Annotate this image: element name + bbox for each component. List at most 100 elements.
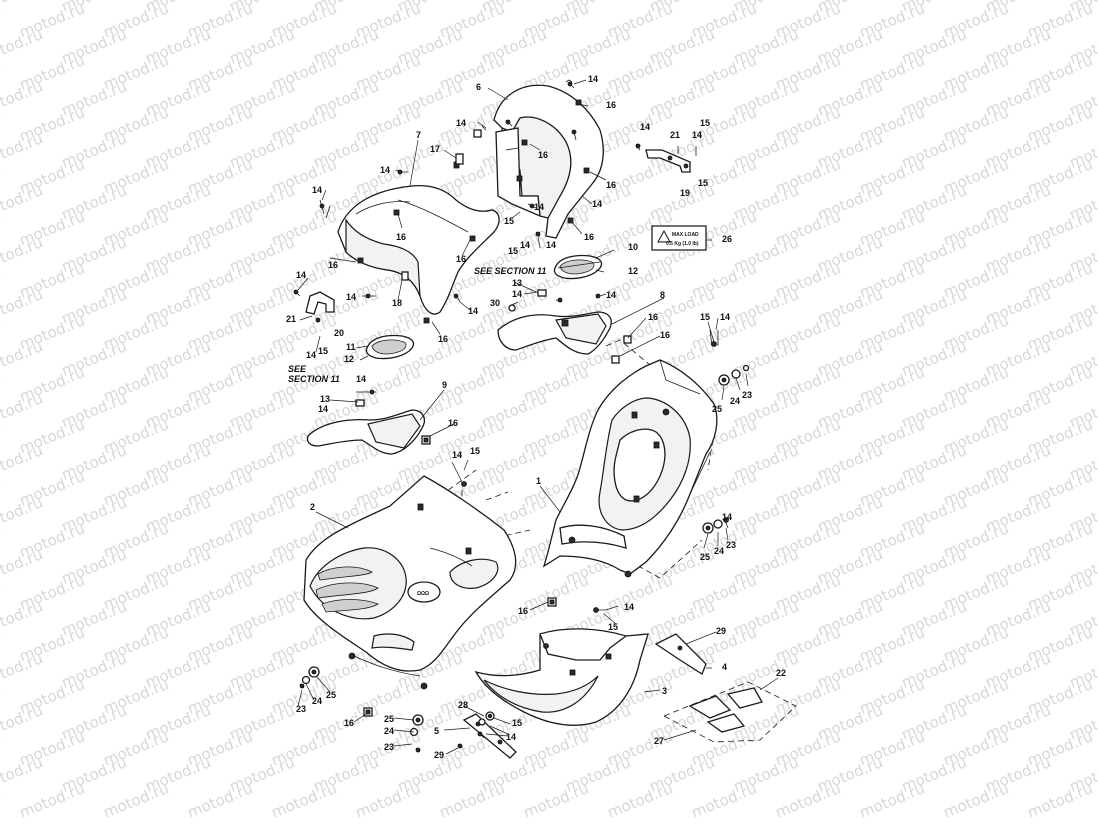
callout-14: 14 <box>512 289 522 299</box>
callout-16: 16 <box>456 254 466 264</box>
callout-23: 23 <box>742 390 752 400</box>
part-9-left-duct <box>306 409 426 455</box>
callout-14: 14 <box>546 240 556 250</box>
callout-13: 13 <box>320 394 330 404</box>
emblem-text: ΩΩΩ <box>417 591 429 597</box>
callout-16: 16 <box>438 334 448 344</box>
max-load-line1: MAX LOAD <box>672 232 699 238</box>
callout-24: 24 <box>312 696 322 706</box>
callout-14: 14 <box>306 350 316 360</box>
callout-7: 7 <box>416 130 421 140</box>
callout-15: 15 <box>608 622 618 632</box>
callout-14: 14 <box>506 732 516 742</box>
watermark-text: motod.ru <box>437 779 508 821</box>
max-load-line2: 0.5 Kg (1.0 lb) <box>666 241 699 247</box>
callout-14: 14 <box>468 306 478 316</box>
callout-14: 14 <box>722 512 732 522</box>
indicator-lens-right <box>553 254 603 280</box>
watermark-text: motod.ru <box>0 77 45 119</box>
callout-14: 14 <box>588 74 598 84</box>
callout-24: 24 <box>730 396 740 406</box>
callout-23: 23 <box>726 540 736 550</box>
callout-29: 29 <box>716 626 726 636</box>
watermark-text: motod.ru <box>353 779 424 821</box>
watermark-text: motod.ru <box>773 779 844 821</box>
watermark-text: motod.ru <box>521 779 592 821</box>
see-label: SEE <box>288 364 307 374</box>
callout-29: 29 <box>434 750 444 760</box>
callout-24: 24 <box>714 546 724 556</box>
callout-16: 16 <box>448 418 458 428</box>
callout-16: 16 <box>584 232 594 242</box>
callout-14: 14 <box>534 202 544 212</box>
watermark-text: motod.ru <box>185 779 256 821</box>
callout-5: 5 <box>434 726 439 736</box>
watermark-text: motod.ru <box>0 181 45 223</box>
callout-11: 11 <box>346 342 356 352</box>
callout-23: 23 <box>296 704 306 714</box>
callout-15: 15 <box>700 312 710 322</box>
watermark-text: motod.ru <box>605 779 676 821</box>
callout-16: 16 <box>518 606 528 616</box>
part-1-main-panel <box>542 339 718 579</box>
watermark-text: motod.ru <box>0 649 45 691</box>
callout-15: 15 <box>318 346 328 356</box>
watermark-text: motod.ru <box>0 389 45 431</box>
callout-16: 16 <box>606 180 616 190</box>
watermark-text: motod.ru <box>0 701 45 743</box>
callout-18: 18 <box>392 298 402 308</box>
bracket-19 <box>645 149 691 173</box>
callout-16: 16 <box>660 330 670 340</box>
callout-22: 22 <box>776 668 786 678</box>
callout-28: 28 <box>458 700 468 710</box>
callout-6: 6 <box>476 82 481 92</box>
watermark-text: motod.ru <box>0 25 45 67</box>
watermark-text: motod.ru <box>0 441 45 483</box>
callout-10: 10 <box>628 242 638 252</box>
callout-27: 27 <box>654 736 664 746</box>
callout-20: 20 <box>334 328 344 338</box>
callout-24: 24 <box>384 726 394 736</box>
watermark-text: motod.ru <box>857 779 928 821</box>
callout-3: 3 <box>662 686 667 696</box>
callout-14: 14 <box>720 312 730 322</box>
callout-16: 16 <box>344 718 354 728</box>
watermark-text: motod.ru <box>0 545 45 587</box>
callout-16: 16 <box>606 100 616 110</box>
bracket-20 <box>305 291 335 323</box>
callout-15: 15 <box>508 246 518 256</box>
indicator-lens-left <box>365 334 415 360</box>
callout-16: 16 <box>328 260 338 270</box>
part-2-main-fairing: ΩΩΩ <box>303 469 531 690</box>
watermark-text: motod.ru <box>101 779 172 821</box>
callout-26: 26 <box>722 234 732 244</box>
part-7-inner-fairing <box>337 161 500 324</box>
callout-9: 9 <box>442 380 447 390</box>
callout-15: 15 <box>512 718 522 728</box>
callout-14: 14 <box>380 165 390 175</box>
callout-25: 25 <box>700 552 710 562</box>
callout-14: 14 <box>592 199 602 209</box>
callout-14: 14 <box>520 240 530 250</box>
part-5-bracket <box>462 713 517 759</box>
callout-4: 4 <box>722 662 727 672</box>
callout-14: 14 <box>606 290 616 300</box>
callout-13: 13 <box>512 278 522 288</box>
callout-2: 2 <box>310 502 315 512</box>
watermark-text: motod.ru <box>0 129 45 171</box>
callout-19: 19 <box>680 188 690 198</box>
callout-1: 1 <box>536 476 541 486</box>
callout-21: 21 <box>670 130 680 140</box>
callout-16: 16 <box>538 150 548 160</box>
watermark-text: motod.ru <box>941 779 1012 821</box>
callout-14: 14 <box>452 450 462 460</box>
callout-12: 12 <box>628 266 638 276</box>
watermark-text: motod.ru <box>17 779 88 821</box>
part-8-right-duct <box>497 311 612 355</box>
fasteners <box>293 79 750 753</box>
watermark-text: motod.ru <box>0 285 45 327</box>
callout-25: 25 <box>384 714 394 724</box>
callout-12: 12 <box>344 354 354 364</box>
callout-14: 14 <box>624 602 634 612</box>
callout-14: 14 <box>318 404 328 414</box>
